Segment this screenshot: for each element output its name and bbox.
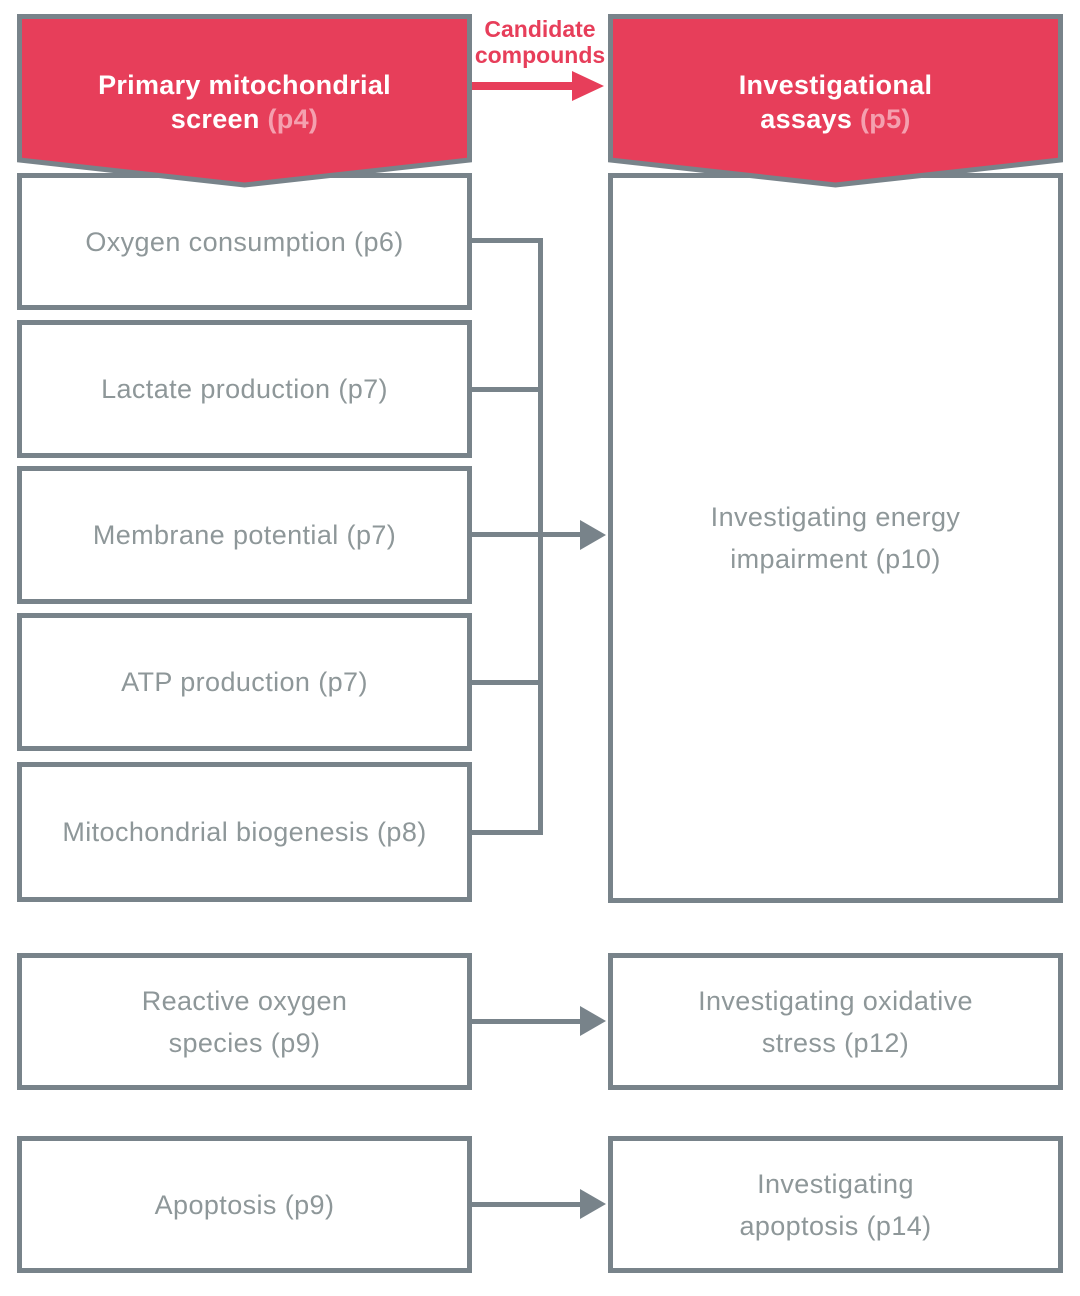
screen-box-lactate-production: Lactate production (p7) xyxy=(17,320,472,458)
assay-box-energy-impairment: Investigating energy impairment (p10) xyxy=(608,173,1063,903)
screen-box-atp-production: ATP production (p7) xyxy=(17,613,472,751)
box-label: Lactate production (p7) xyxy=(101,374,388,404)
box-label: Oxygen consumption (p6) xyxy=(85,226,404,257)
screen-box-mitochondrial-biogenesis: Mitochondrial biogenesis (p8) xyxy=(17,762,472,902)
arrow-to-energy-impairment xyxy=(472,532,582,537)
screen-box-membrane-potential: Membrane potential (p7) xyxy=(17,466,472,604)
page-ref: (p5) xyxy=(860,104,911,134)
arrowhead-right-icon xyxy=(580,1006,606,1036)
box-label: Investigating energy impairment (p10) xyxy=(710,502,961,574)
banner-title-line1: Investigational xyxy=(738,70,933,100)
banner-ribbon-shape xyxy=(608,14,1063,188)
banner-title-word: screen xyxy=(170,104,260,134)
connector-stub-lactate xyxy=(472,387,540,392)
screen-box-reactive-oxygen-species: Reactive oxygen species (p9) xyxy=(17,953,472,1090)
connector-stub-oxygen xyxy=(472,238,540,243)
box-label: Investigating oxidative stress (p12) xyxy=(698,985,973,1058)
banner-ribbon-shape xyxy=(17,14,472,188)
assay-box-apoptosis: Investigating apoptosis (p14) xyxy=(608,1136,1063,1273)
arrowhead-right-icon xyxy=(580,520,606,550)
screen-box-apoptosis: Apoptosis (p9) xyxy=(17,1136,472,1273)
box-label: Apoptosis (p9) xyxy=(154,1189,335,1220)
arrow-to-oxidative-stress xyxy=(472,1019,582,1024)
candidate-compounds-label: Candidate compounds xyxy=(474,16,606,68)
box-label: ATP production (p7) xyxy=(121,667,368,697)
banner-title-line1: Primary mitochondrial xyxy=(98,70,391,100)
connector-stub-atp xyxy=(472,680,540,685)
page-ref: (p4) xyxy=(267,104,319,134)
box-label: Investigating apoptosis (p14) xyxy=(739,1168,932,1241)
arrowhead-right-icon xyxy=(580,1189,606,1219)
banner-title-word: assays xyxy=(760,104,853,134)
arrow-to-investigating-apoptosis xyxy=(472,1202,582,1207)
banner-title-line2: assays (p5) xyxy=(760,102,910,136)
investigational-assays-banner-title: Investigational assays (p5) xyxy=(608,14,1063,160)
assay-box-oxidative-stress: Investigating oxidative stress (p12) xyxy=(608,953,1063,1090)
box-label: Reactive oxygen species (p9) xyxy=(141,985,348,1058)
screen-box-oxygen-consumption: Oxygen consumption (p6) xyxy=(17,173,472,310)
candidate-compounds-arrow xyxy=(472,82,574,90)
investigational-assays-banner: Investigational assays (p5) xyxy=(608,14,1063,192)
box-label: Membrane potential (p7) xyxy=(92,520,397,550)
primary-screen-banner: Primary mitochondrial screen (p4) xyxy=(17,14,472,192)
box-label: Mitochondrial biogenesis (p8) xyxy=(62,817,427,847)
primary-screen-banner-title: Primary mitochondrial screen (p4) xyxy=(17,14,472,160)
banner-title-line2: screen (p4) xyxy=(171,102,318,136)
arrowhead-right-icon xyxy=(572,71,604,101)
connector-stub-biogenesis xyxy=(472,830,540,835)
